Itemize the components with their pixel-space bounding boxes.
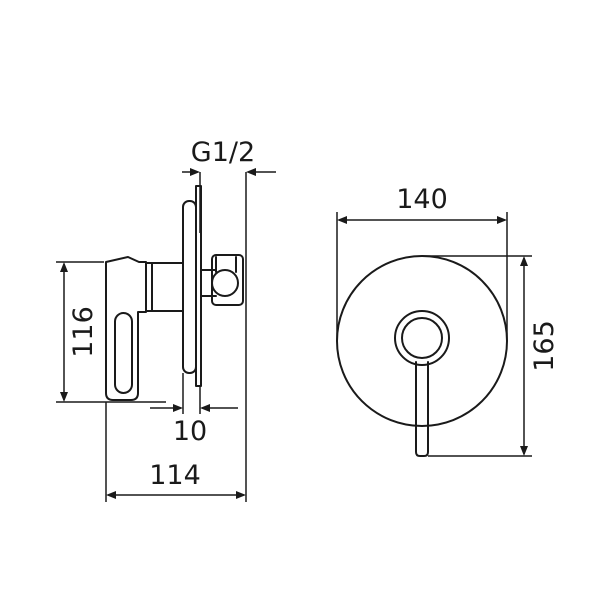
dim-body-height-label: 116	[68, 306, 99, 358]
handle-neck	[145, 262, 184, 312]
dim-depth-label: 114	[149, 460, 201, 491]
cover-plate	[182, 200, 197, 374]
dim-plate-gap: 10	[150, 373, 238, 447]
dim-depth: 114	[105, 402, 247, 502]
dim-diameter-label: 140	[396, 184, 448, 215]
dim-body-height: 116	[56, 261, 166, 403]
handle-stem	[415, 361, 429, 457]
dim-diameter: 140	[336, 184, 508, 341]
side-view	[105, 185, 244, 401]
handle-lever	[105, 256, 147, 401]
handle-slot	[114, 312, 133, 394]
dim-thread-label: G1/2	[191, 137, 255, 168]
dim-plate-height-label: 165	[529, 320, 560, 372]
dim-thread: G1/2	[182, 137, 276, 410]
front-view	[336, 255, 508, 457]
handle-ring-inner	[401, 317, 443, 359]
dim-plate-height: 165	[422, 255, 560, 457]
dim-plate-gap-label: 10	[173, 416, 207, 447]
outlet-connector	[200, 254, 244, 306]
wall-box	[195, 185, 202, 387]
cover-plate-circle	[336, 255, 508, 427]
handle-ring-outer	[394, 310, 450, 366]
